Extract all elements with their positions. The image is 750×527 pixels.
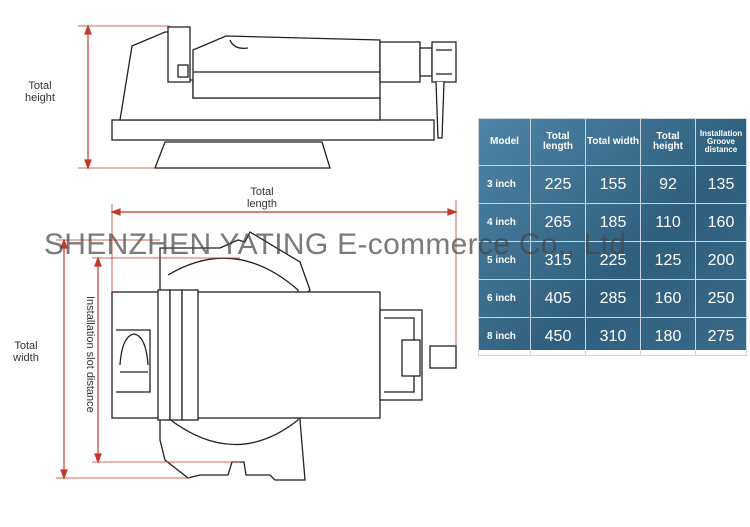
jaw-plate-2 — [169, 289, 183, 421]
cell-length: 225 — [530, 165, 586, 204]
cell-groove: 275 — [695, 317, 747, 356]
header-total-width: Total width — [585, 118, 641, 166]
cell-width: 155 — [585, 165, 641, 204]
cell-length: 265 — [530, 203, 586, 242]
total-height-dimension — [78, 24, 170, 170]
cell-width: 225 — [585, 241, 641, 280]
table-row: 6 inch 405 285 160 250 — [478, 279, 747, 318]
installation-slot-distance-label: Installation slot distance — [84, 296, 96, 413]
plan-body — [111, 291, 381, 419]
base-plate — [111, 119, 435, 141]
cell-width: 185 — [585, 203, 641, 242]
cell-height: 92 — [640, 165, 696, 204]
cell-groove: 160 — [695, 203, 747, 242]
handle-stem — [435, 81, 445, 139]
jaw-v-groove — [116, 329, 151, 393]
plan-view — [111, 231, 457, 481]
upper-rail — [192, 35, 381, 99]
total-length-dimension — [110, 200, 458, 346]
cell-groove: 200 — [695, 241, 747, 280]
jaw-plate-1 — [157, 289, 171, 421]
plan-handle — [429, 345, 457, 369]
handle-nut — [431, 41, 457, 83]
table-header-row: Model Total length Total width Total hei… — [478, 118, 747, 166]
cell-model: 6 inch — [478, 279, 531, 318]
cell-length: 405 — [530, 279, 586, 318]
screw-housing — [379, 41, 421, 83]
cell-model: 5 inch — [478, 241, 531, 280]
table-row: 3 inch 225 155 92 135 — [478, 165, 747, 204]
jaw-plate-3 — [181, 289, 199, 421]
total-height-label: Total height — [25, 80, 55, 104]
cell-width: 310 — [585, 317, 641, 356]
header-total-length: Total length — [530, 118, 586, 166]
header-model: Model — [478, 118, 531, 166]
swivel-base — [154, 141, 331, 169]
header-groove-distance: Installation Groove distance — [695, 118, 747, 166]
company-watermark: SHENZHEN YATING E-commerce Co., Ltd — [44, 228, 627, 261]
slot-distance-dimension — [92, 256, 240, 464]
total-length-label: Total length — [247, 186, 277, 210]
cell-model: 3 inch — [478, 165, 531, 204]
spec-grid: Model Total length Total width Total hei… — [478, 118, 747, 356]
cell-height: 125 — [640, 241, 696, 280]
cell-groove: 135 — [695, 165, 747, 204]
cell-height: 180 — [640, 317, 696, 356]
header-total-height: Total height — [640, 118, 696, 166]
jaw-detail — [177, 64, 189, 78]
cell-height: 110 — [640, 203, 696, 242]
table-row: 8 inch 450 310 180 275 — [478, 317, 747, 356]
cell-width: 285 — [585, 279, 641, 318]
specification-table: Model Total length Total width Total hei… — [478, 118, 747, 356]
side-view — [111, 26, 457, 169]
cell-groove: 250 — [695, 279, 747, 318]
cell-model: 8 inch — [478, 317, 531, 356]
cell-length: 450 — [530, 317, 586, 356]
total-width-dimension — [56, 238, 190, 480]
total-width-label: Total width — [13, 340, 39, 364]
cell-height: 160 — [640, 279, 696, 318]
